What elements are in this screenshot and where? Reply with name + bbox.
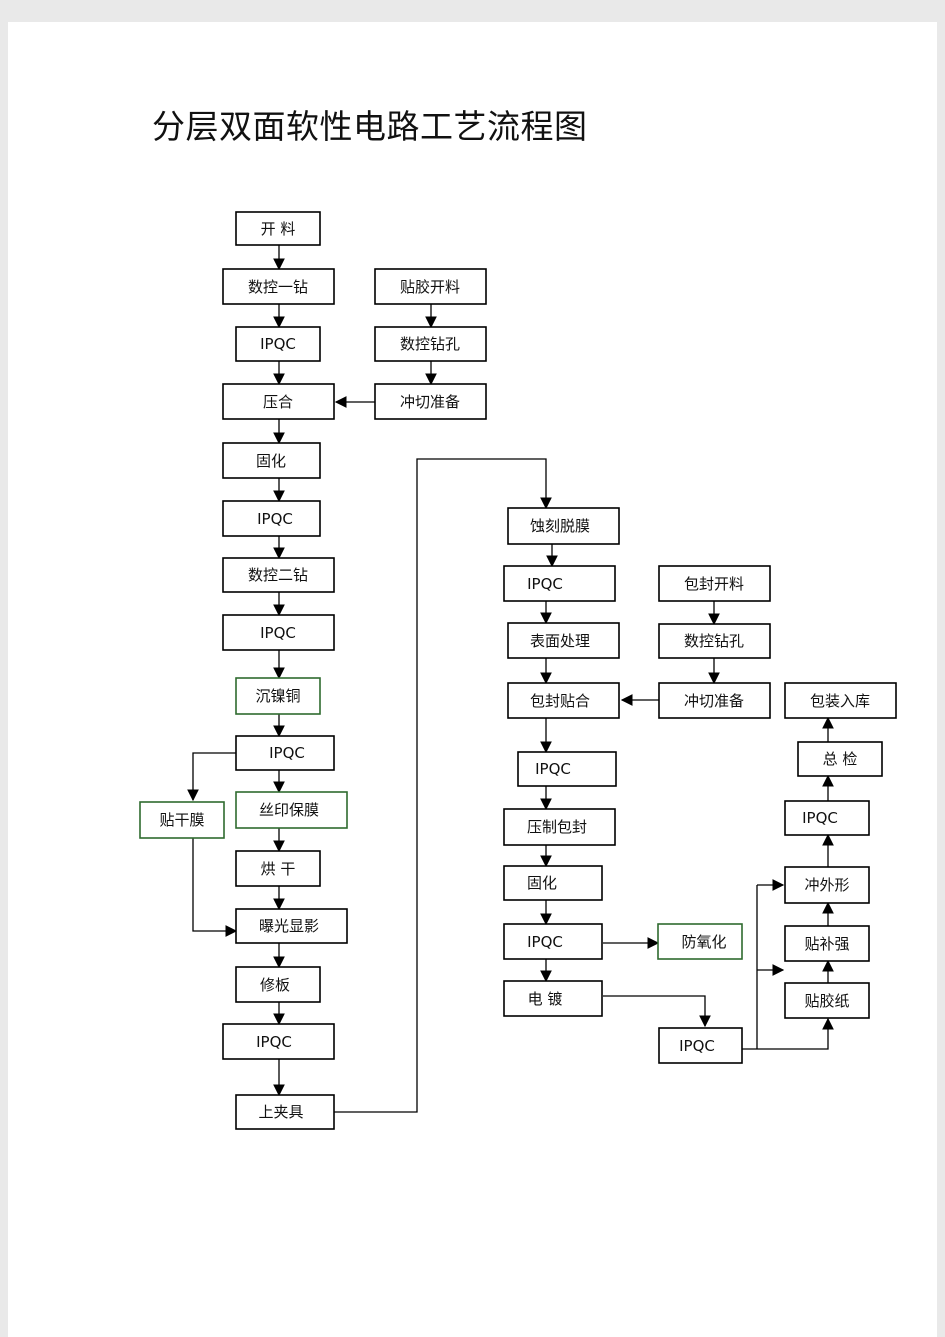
node-label: IPQC <box>527 575 563 593</box>
node-chongwai: 冲外形 <box>784 866 870 904</box>
node-label: IPQC <box>535 760 571 778</box>
node-label: 防氧化 <box>681 933 726 951</box>
node-label: 贴胶开料 <box>400 278 460 296</box>
node-baoguang: 曝光显影 <box>235 908 348 944</box>
node-shukongkong2: 数控钻孔 <box>658 623 771 659</box>
node-label: 数控一钻 <box>248 278 308 296</box>
node-dianduo: 电 镀 <box>503 980 603 1017</box>
node-label: 蚀刻脱膜 <box>530 517 590 535</box>
node-label: 固化 <box>527 874 557 892</box>
node-shukongkong: 数控钻孔 <box>374 326 487 362</box>
node-tiejiaokai: 贴胶开料 <box>374 268 487 305</box>
node-label: IPQC <box>260 335 296 353</box>
node-label: 包装入库 <box>810 692 870 710</box>
node-ipqc5: IPQC <box>222 1023 335 1060</box>
node-label: 冲切准备 <box>400 393 460 411</box>
node-tiebuqiang: 贴补强 <box>784 925 870 962</box>
node-shike: 蚀刻脱膜 <box>507 507 620 545</box>
node-label: 包封贴合 <box>530 692 590 710</box>
node-label: 贴补强 <box>804 935 849 953</box>
connectors <box>187 245 834 1113</box>
node-label: 总 检 <box>823 750 858 768</box>
node-label: 数控钻孔 <box>400 335 460 353</box>
node-honggan: 烘 干 <box>235 850 321 887</box>
node-label: 冲外形 <box>804 876 849 894</box>
node-label: 压合 <box>263 393 293 411</box>
node-chongqie2: 冲切准备 <box>658 682 771 719</box>
node-ipqc8: IPQC <box>503 923 603 960</box>
node-ipqc2: IPQC <box>222 500 321 537</box>
node-biaomian: 表面处理 <box>507 622 620 659</box>
node-label: 冲切准备 <box>684 692 744 710</box>
document-paper <box>8 22 937 1337</box>
node-label: 电 镀 <box>528 990 563 1008</box>
node-label: IPQC <box>269 744 305 762</box>
node-label: IPQC <box>802 809 838 827</box>
node-shangjiaju: 上夹具 <box>235 1094 335 1130</box>
node-label: 丝印保膜 <box>259 801 319 819</box>
node-label: 曝光显影 <box>259 917 319 935</box>
node-chongqie1: 冲切准备 <box>374 383 487 420</box>
page-title: 分层双面软性电路工艺流程图 <box>152 107 588 146</box>
node-label: IPQC <box>260 624 296 642</box>
node-label: 沉镍铜 <box>255 687 300 705</box>
node-ipqc7: IPQC <box>517 751 617 787</box>
arrow-shangjiaju-shike <box>334 458 552 1113</box>
node-label: 表面处理 <box>530 632 590 650</box>
node-label: 上夹具 <box>258 1103 303 1121</box>
node-fangyanghua: 防氧化 <box>657 923 743 960</box>
arrow-ipqc4-tiegan <box>187 752 236 802</box>
node-guhua2: 固化 <box>503 865 603 901</box>
node-label: 压制包封 <box>527 818 587 836</box>
node-label: 烘 干 <box>261 860 296 878</box>
node-label: 修板 <box>260 976 290 994</box>
node-chennietong: 沉镍铜 <box>235 677 321 715</box>
node-label: 贴干膜 <box>159 811 204 829</box>
node-label: 固化 <box>256 452 286 470</box>
node-label: IPQC <box>256 1033 292 1051</box>
node-ipqc6: IPQC <box>503 565 616 602</box>
node-shukong2: 数控二钻 <box>222 557 335 593</box>
node-zongjian: 总 检 <box>797 741 883 777</box>
node-ipqc3: IPQC <box>222 614 335 651</box>
node-kailiao: 开 料 <box>235 211 321 246</box>
node-label: IPQC <box>257 510 293 528</box>
node-guhua1: 固化 <box>222 442 321 479</box>
node-ipqc4: IPQC <box>235 735 335 771</box>
arrow-tiegan-baoguang <box>192 838 238 937</box>
node-label: 包封开料 <box>684 575 744 593</box>
arrow-dianduo-ipqc9 <box>603 995 711 1028</box>
node-tiejiaozhi: 贴胶纸 <box>784 982 870 1019</box>
nodes: 开 料 数控一钻 IPQC 压合 固化 IPQC 数控二钻 IPQC 沉镍铜 I… <box>139 211 897 1130</box>
node-ipqc9: IPQC <box>658 1027 743 1064</box>
node-xiuban: 修板 <box>235 966 321 1003</box>
node-label: IPQC <box>679 1037 715 1055</box>
node-tiegan: 贴干膜 <box>139 801 225 839</box>
node-label: 数控钻孔 <box>684 632 744 650</box>
node-baofengkai: 包封开料 <box>658 565 771 602</box>
node-yahe: 压合 <box>222 383 335 420</box>
node-sizhubao: 丝印保膜 <box>235 791 348 829</box>
node-label: 开 料 <box>261 220 296 238</box>
node-label: 贴胶纸 <box>804 992 849 1010</box>
node-baofengtie: 包封贴合 <box>507 682 620 719</box>
arrow-ipqc9-tiejiaozhi <box>742 1017 834 1050</box>
node-yazhi: 压制包封 <box>503 808 616 846</box>
node-label: IPQC <box>527 933 563 951</box>
node-ipqc1: IPQC <box>235 326 321 362</box>
node-baozhuang: 包装入库 <box>784 682 897 719</box>
node-ipqc10: IPQC <box>784 800 870 836</box>
node-label: 数控二钻 <box>248 566 308 584</box>
node-shukong1: 数控一钻 <box>222 268 335 305</box>
